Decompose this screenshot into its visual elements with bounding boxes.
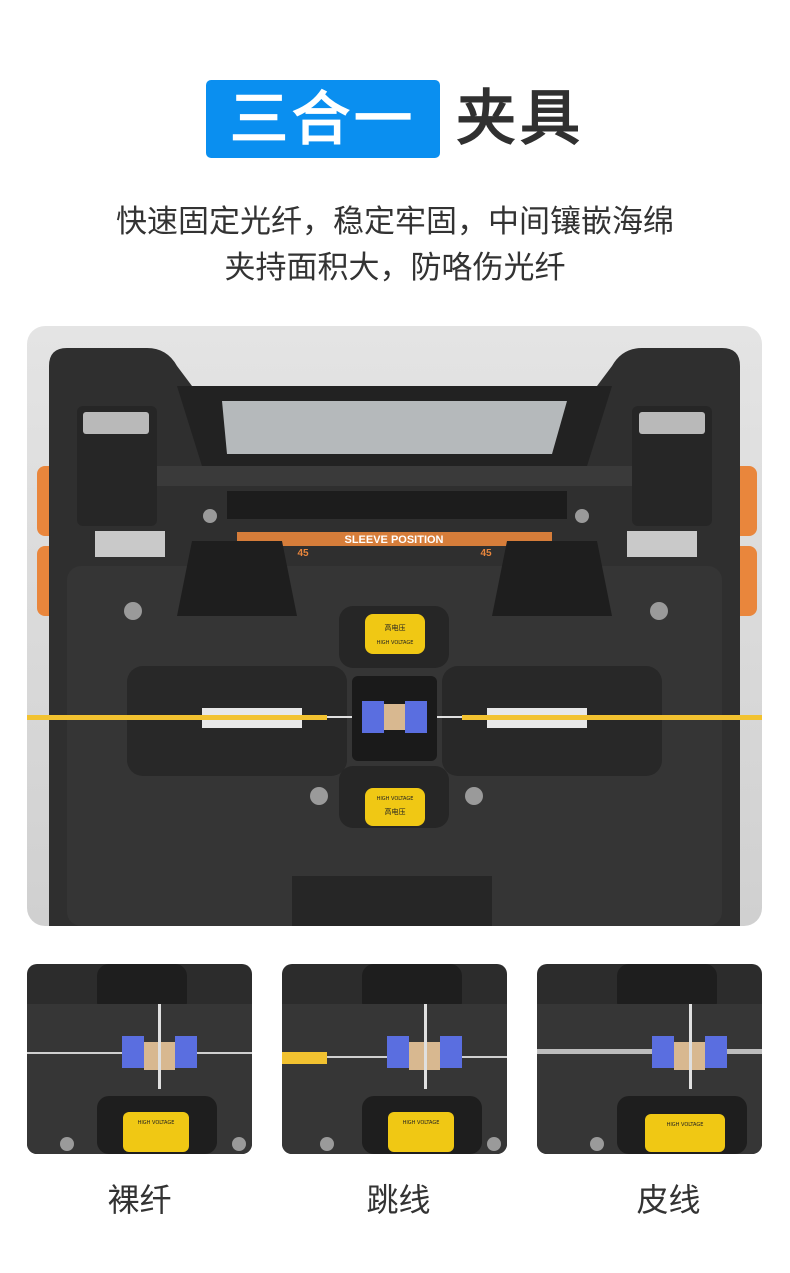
- right-hinge-block: [632, 406, 712, 526]
- bottom-hv-label: [365, 788, 425, 826]
- right-electrode-block: [405, 701, 427, 733]
- top-hv-cn: 高电压: [385, 623, 406, 632]
- bottom-hv-en: HIGH VOLTAGE: [377, 796, 414, 802]
- title-badge: 三合一: [206, 80, 440, 158]
- caption-drop-cable: 皮线: [636, 1181, 701, 1219]
- screw-icon: [203, 509, 217, 523]
- right-heater-plate: [627, 531, 697, 557]
- left-clamp-arm: [177, 541, 297, 616]
- top-hv-label: [365, 614, 425, 654]
- drop-cable-closeup: HIGH VOLTAGE: [537, 964, 762, 1154]
- subtitle-line-2: 夹持面积大，防咯伤光纤: [224, 250, 566, 286]
- sleeve-position-label: SLEEVE POSITION: [344, 534, 443, 546]
- left-electrode-block: [362, 701, 384, 733]
- bottom-hv-cn: 高电压: [385, 807, 406, 816]
- caption-bare-fiber: 裸纤: [107, 1181, 172, 1219]
- sleeve-mark-right: 45: [480, 548, 492, 559]
- screw-icon: [575, 509, 589, 523]
- thumbnail-bare-fiber: HIGH VOLTAGE: [27, 964, 252, 1154]
- left-hinge-block: [77, 406, 157, 526]
- screw-icon: [465, 787, 483, 805]
- bare-fiber-closeup: HIGH VOLTAGE: [27, 964, 252, 1154]
- thumbnail-drop-cable: HIGH VOLTAGE: [537, 964, 762, 1154]
- screw-icon: [310, 787, 328, 805]
- hero-product-image: SLEEVE POSITION 45 45 高电压 HIGH VOLTAGE H…: [27, 326, 762, 926]
- jumper-closeup: HIGH VOLTAGE: [282, 964, 507, 1154]
- header: 三合一 夹具: [0, 80, 790, 158]
- subtitle-line-1: 快速固定光纤，稳定牢固，中间镶嵌海绵: [116, 204, 674, 240]
- page-title: 夹具: [456, 84, 584, 154]
- top-hv-en: HIGH VOLTAGE: [377, 640, 414, 646]
- thumb3-hv-label: HIGH VOLTAGE: [667, 1122, 704, 1128]
- thumbnail-jumper: HIGH VOLTAGE: [282, 964, 507, 1154]
- viewing-window: [222, 401, 567, 454]
- fiber-right: [462, 715, 762, 720]
- v-groove: [384, 704, 405, 730]
- fusion-splicer-illustration: SLEEVE POSITION 45 45 高电压 HIGH VOLTAGE H…: [27, 348, 762, 926]
- drop-cable-line: [537, 1049, 762, 1054]
- thumb2-hv-label: HIGH VOLTAGE: [403, 1120, 440, 1126]
- jumper-fiber: [282, 1052, 327, 1064]
- right-hinge-plate: [639, 412, 705, 434]
- left-heater-plate: [95, 531, 165, 557]
- thumb1-hv-label: HIGH VOLTAGE: [138, 1120, 175, 1126]
- screw-icon: [124, 602, 142, 620]
- hinge-bar: [87, 466, 702, 486]
- bottom-handle: [292, 876, 492, 926]
- sleeve-scale: [237, 532, 552, 546]
- screw-icon: [650, 602, 668, 620]
- sleeve-mark-left: 45: [297, 548, 309, 559]
- left-hinge-plate: [83, 412, 149, 434]
- caption-jumper: 跳线: [366, 1181, 431, 1219]
- sleeve-slot: [227, 491, 567, 519]
- right-clamp-arm: [492, 541, 612, 616]
- fiber-left: [27, 715, 327, 720]
